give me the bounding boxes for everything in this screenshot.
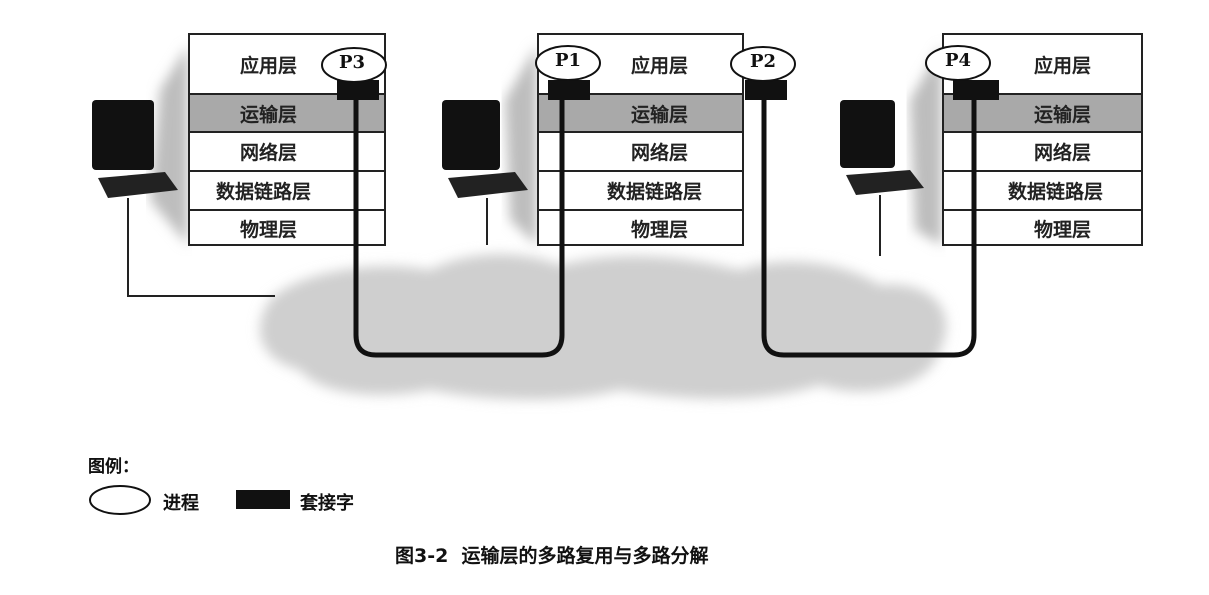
layer-datalink: 数据链路层 bbox=[190, 170, 384, 209]
layer-label: 物理层 bbox=[631, 219, 689, 241]
layer-label: 网络层 bbox=[631, 142, 689, 164]
layer-network: 网络层 bbox=[944, 131, 1141, 170]
shadow-right bbox=[910, 45, 942, 245]
layer-label: 物理层 bbox=[240, 219, 298, 241]
layer-datalink: 数据链路层 bbox=[944, 170, 1141, 209]
layer-application: 应用层 bbox=[190, 35, 384, 93]
layer-label: 应用层 bbox=[240, 54, 298, 77]
process-label-p3: P3 bbox=[339, 52, 366, 73]
legend-title: 图例： bbox=[88, 457, 139, 477]
layer-label: 物理层 bbox=[1034, 219, 1092, 241]
figure-caption: 图3-2 运输层的多路复用与多路分解 bbox=[395, 545, 709, 567]
layer-transport: 运输层 bbox=[190, 93, 384, 131]
layer-label: 网络层 bbox=[240, 142, 298, 164]
layer-label: 运输层 bbox=[1034, 103, 1092, 126]
layer-physical: 物理层 bbox=[539, 209, 742, 246]
layer-datalink: 数据链路层 bbox=[539, 170, 742, 209]
layer-label: 应用层 bbox=[631, 54, 689, 77]
legend-socket-label: 套接字 bbox=[300, 493, 354, 514]
layer-application: 应用层 bbox=[539, 35, 742, 93]
legend-process-label: 进程 bbox=[163, 493, 199, 514]
protocol-stack-right: 应用层 运输层 网络层 数据链路层 物理层 bbox=[942, 33, 1143, 246]
layer-label: 运输层 bbox=[631, 103, 689, 126]
layer-label: 数据链路层 bbox=[216, 181, 312, 203]
network-cloud bbox=[260, 254, 947, 400]
layer-network: 网络层 bbox=[539, 131, 742, 170]
layer-label: 应用层 bbox=[1034, 54, 1092, 77]
layer-network: 网络层 bbox=[190, 131, 384, 170]
layer-label: 网络层 bbox=[1034, 142, 1092, 164]
layer-label: 数据链路层 bbox=[1008, 181, 1104, 203]
process-label-p4: P4 bbox=[945, 50, 972, 71]
layer-physical: 物理层 bbox=[190, 209, 384, 246]
process-label-p2: P2 bbox=[750, 51, 777, 72]
layer-transport: 运输层 bbox=[944, 93, 1141, 131]
layer-transport: 运输层 bbox=[539, 93, 742, 131]
layer-label: 数据链路层 bbox=[607, 181, 703, 203]
layer-physical: 物理层 bbox=[944, 209, 1141, 246]
process-label-p1: P1 bbox=[555, 50, 582, 71]
shadow-left bbox=[150, 45, 188, 245]
layer-application: 应用层 bbox=[944, 35, 1141, 93]
shadow-mid bbox=[505, 45, 537, 245]
computer-icon-left bbox=[92, 100, 275, 297]
layer-label: 运输层 bbox=[240, 103, 298, 126]
